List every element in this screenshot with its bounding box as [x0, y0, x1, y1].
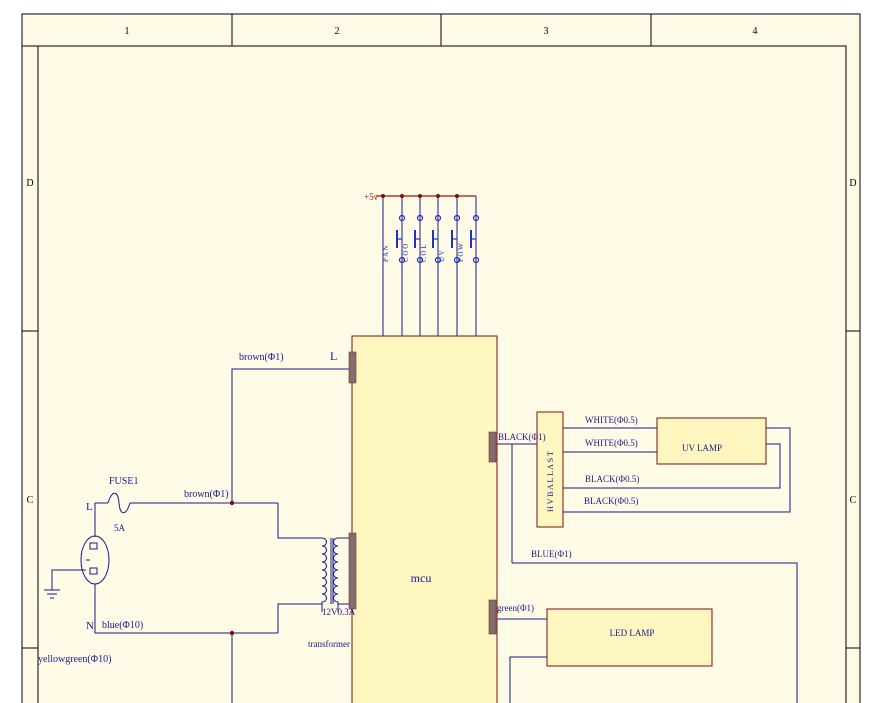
fuse-label: FUSE1 — [109, 476, 138, 487]
mcu-connectors — [348, 351, 497, 635]
connector-led — [488, 599, 497, 635]
mcu-block — [351, 335, 498, 703]
row-label-c-left: C — [27, 495, 34, 506]
row-label-d-right: D — [849, 178, 856, 189]
junction-nodes — [229, 500, 235, 636]
vcc-bus: +5v — [364, 192, 476, 202]
wire-label-black-1: BLACK(Φ0.5) — [585, 474, 639, 484]
connector-ballast — [488, 431, 497, 463]
led-lamp-label: LED LAMP — [610, 628, 655, 638]
column-label-2: 2 — [335, 26, 340, 37]
wire-label-blue-ballast: BLUE(Φ1) — [531, 549, 572, 559]
uv-lamp-block — [656, 417, 767, 465]
fuse-symbol — [107, 492, 131, 514]
switch-2 — [414, 214, 424, 264]
switch-4 — [451, 214, 461, 264]
wire-label-white-2: WHITE(Φ0.5) — [585, 438, 638, 448]
power-plug — [80, 535, 110, 585]
wire-label-yellowgreen: yellowgreen(Φ10) — [38, 654, 111, 665]
fuse-rating: 5A — [114, 523, 126, 533]
switch-bank — [396, 214, 480, 264]
wires — [51, 196, 798, 703]
switch-label-2: C O O — [402, 244, 410, 262]
led-lamp-block — [546, 608, 713, 667]
column-label-3: 3 — [544, 26, 549, 37]
vcc-label: +5v — [364, 192, 379, 202]
wire-label-brown-top: brown(Φ1) — [239, 352, 284, 363]
hv-ballast-block — [536, 411, 564, 528]
terminal-n-plug: N — [86, 620, 94, 632]
transformer-rating: 12V0.3A — [322, 607, 356, 617]
connector-l — [348, 351, 357, 384]
switch-1 — [396, 214, 406, 264]
row-label-c-right: C — [850, 495, 857, 506]
ground-icon — [44, 589, 60, 599]
switch-3 — [432, 214, 442, 264]
wire-label-white-1: WHITE(Φ0.5) — [585, 415, 638, 425]
mcu-label: mcu — [411, 571, 432, 585]
terminal-l-plug: L — [86, 501, 93, 513]
switch-5 — [470, 214, 480, 264]
wire-label-black-2: BLACK(Φ0.5) — [584, 496, 638, 506]
wire-label-blue: blue(Φ10) — [102, 620, 143, 631]
switch-label-4: U V — [438, 250, 446, 262]
connector-transformer — [348, 532, 357, 610]
terminal-l-top: L — [330, 349, 337, 363]
uv-lamp-label: UV LAMP — [682, 443, 722, 453]
column-label-4: 4 — [753, 26, 758, 37]
column-label-1: 1 — [125, 26, 130, 37]
wire-label-brown-mid: brown(Φ1) — [184, 489, 229, 500]
transformer-label: transformer — [308, 639, 350, 649]
hv-ballast-label: H V B A L L A S T — [546, 451, 555, 512]
wire-label-black-mcu: BLACK(Φ1) — [498, 432, 546, 442]
row-label-d-left: D — [26, 178, 33, 189]
wire-label-green: green(Φ1) — [497, 603, 534, 613]
transformer-symbol — [321, 537, 339, 612]
switch-label-3: C O L — [420, 245, 428, 263]
switch-label-5: P O W — [457, 243, 465, 262]
switch-label-1: P A N — [382, 246, 390, 262]
